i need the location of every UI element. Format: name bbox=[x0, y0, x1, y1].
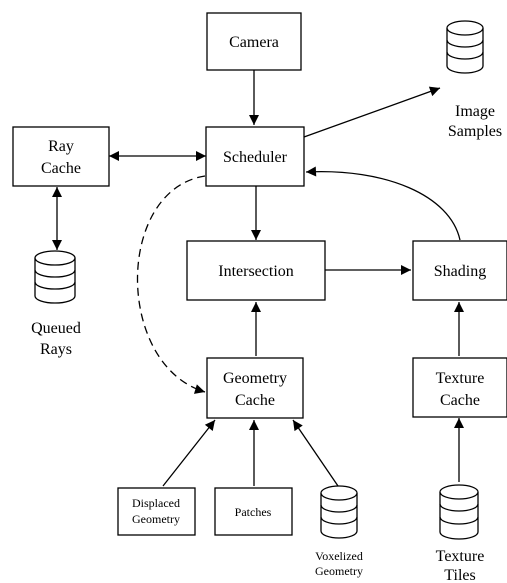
node-displaced-geometry: Displaced Geometry bbox=[117, 487, 196, 536]
voxelized-geometry-label-2: Geometry bbox=[315, 564, 363, 578]
edge-shading-scheduler bbox=[305, 166, 461, 241]
scheduler-label: Scheduler bbox=[223, 149, 288, 166]
voxelized-geometry-database-icon bbox=[320, 485, 358, 539]
texture-cache-label-2: Cache bbox=[440, 392, 480, 409]
displaced-geometry-label-1: Displaced bbox=[132, 496, 180, 510]
node-ray-cache: Ray Cache bbox=[12, 126, 110, 187]
node-intersection: Intersection bbox=[186, 240, 326, 301]
queued-rays-label-1: Queued bbox=[31, 320, 81, 337]
edge-scheduler-geometry-cache-dashed bbox=[137, 175, 206, 394]
texture-tiles-label-2: Tiles bbox=[444, 567, 475, 583]
edge-displaced-geometry-cache bbox=[162, 419, 216, 487]
edge-scheduler-image-samples bbox=[303, 86, 441, 138]
queued-rays-label-2: Rays bbox=[40, 341, 72, 358]
node-geometry-cache: Geometry Cache bbox=[206, 357, 304, 419]
ray-cache-label-1: Ray bbox=[48, 138, 74, 155]
intersection-label: Intersection bbox=[218, 263, 294, 280]
image-samples-label-1: Image bbox=[455, 103, 495, 120]
node-scheduler: Scheduler bbox=[205, 126, 305, 187]
node-texture-cache: Texture Cache bbox=[412, 357, 507, 418]
patches-label: Patches bbox=[235, 505, 272, 519]
camera-label: Camera bbox=[229, 34, 279, 51]
texture-cache-label-1: Texture bbox=[436, 370, 485, 387]
edge-voxelized-geometry-cache bbox=[292, 419, 339, 487]
image-samples-database-icon bbox=[446, 20, 484, 74]
texture-tiles-label-1: Texture bbox=[436, 548, 485, 565]
shading-label: Shading bbox=[434, 263, 486, 280]
node-camera: Camera bbox=[206, 12, 302, 71]
displaced-geometry-label-2: Geometry bbox=[132, 512, 180, 526]
voxelized-geometry-label-1: Voxelized bbox=[315, 549, 363, 563]
image-samples-label-2: Samples bbox=[448, 123, 502, 140]
node-shading: Shading bbox=[412, 240, 507, 301]
node-patches: Patches bbox=[214, 487, 293, 536]
queued-rays-database-icon bbox=[34, 250, 76, 304]
geometry-cache-label-1: Geometry bbox=[223, 370, 287, 387]
edges bbox=[52, 70, 464, 487]
texture-tiles-database-icon bbox=[439, 484, 479, 540]
ray-cache-label-2: Cache bbox=[41, 160, 81, 177]
geometry-cache-label-2: Cache bbox=[235, 392, 275, 409]
